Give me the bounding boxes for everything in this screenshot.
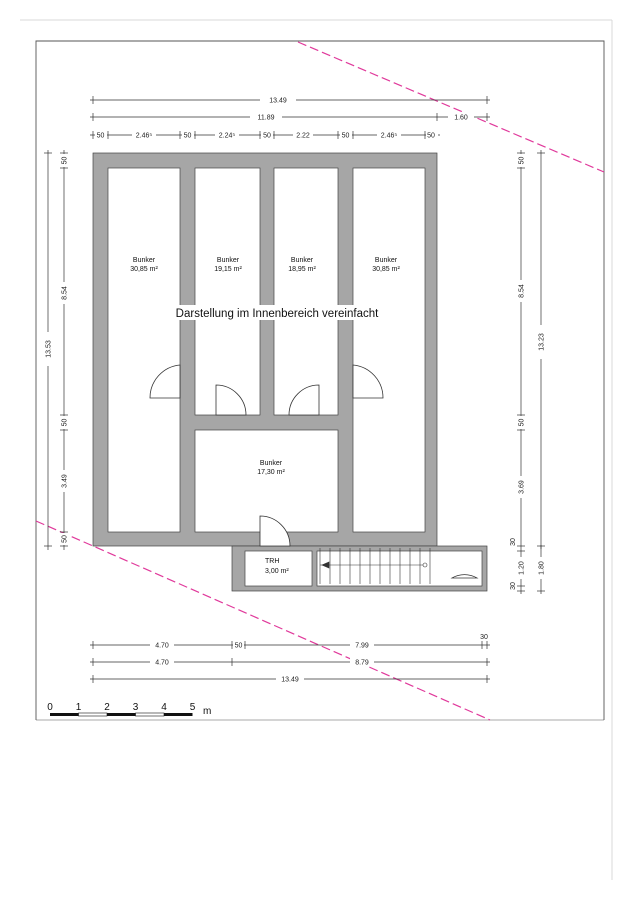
door-bunker-1 — [149, 364, 181, 399]
door-bunker-2 — [215, 384, 247, 416]
room-area: 18,95 m² — [288, 266, 316, 273]
drawing-note: Darstellung im Innenbereich vereinfacht — [176, 308, 379, 320]
scale-bar: 0 1 2 3 4 5 m — [47, 702, 211, 717]
scale-label: 1 — [76, 702, 82, 713]
right-dimensions: 50 8.54 50 3.69 30 1.20 30 13.23 1.80 — [510, 150, 546, 594]
property-line-top — [297, 41, 605, 173]
dim-label: 50 — [519, 157, 526, 165]
scale-label: 3 — [133, 702, 139, 713]
dim-label: 50 — [342, 133, 350, 140]
door-exit — [450, 574, 479, 579]
bottom-dimensions: 4.70 50 7.99 30 4.70 8.79 13.49 — [90, 634, 490, 684]
dim-label: 2.24⁵ — [219, 133, 236, 140]
dim-label: 1.20 — [519, 561, 526, 575]
dim-label: 4.70 — [155, 660, 169, 667]
scale-unit: m — [203, 706, 211, 717]
dim-label: 30 — [480, 634, 488, 641]
room-bunker-2 — [194, 167, 261, 416]
dim-label: 50 — [235, 643, 243, 650]
dim-label: 50 — [62, 157, 69, 165]
dim-label: 3.49 — [62, 474, 69, 488]
left-dimensions: 13.53 50 8.54 50 3.49 50 — [43, 150, 69, 550]
scale-label: 0 — [47, 702, 53, 713]
door-bunker-5 — [259, 515, 291, 547]
room-label: Bunker — [217, 257, 240, 264]
room-trh — [244, 550, 313, 587]
dim-label: 8.79 — [355, 660, 369, 667]
dim-label: 50 — [62, 419, 69, 427]
room-area: 19,15 m² — [214, 266, 242, 273]
dim-label: 50 — [519, 419, 526, 427]
room-area: 17,30 m² — [257, 469, 285, 476]
dim-label: 13.23 — [539, 333, 546, 351]
top-dimensions: 13.49 11.89 1.60 50 2.46⁵ 50 2.24⁵ 50 2.… — [90, 95, 490, 140]
scale-label: 5 — [190, 702, 196, 713]
door-bunker-4 — [352, 364, 384, 399]
property-line-bottom — [35, 520, 491, 721]
note-backdrop — [166, 305, 388, 320]
dim-label: 4.70 — [155, 643, 169, 650]
dim-label: 50 — [263, 133, 271, 140]
drawing-frame — [35, 40, 605, 720]
dim-label: 50 — [184, 133, 192, 140]
dim-label: 50 — [97, 133, 105, 140]
room-label: Bunker — [375, 257, 398, 264]
dim-label: 2.46⁵ — [381, 133, 398, 140]
dim-label: 7.99 — [355, 643, 369, 650]
room-bunker-4 — [352, 167, 426, 533]
room-bunker-5 — [194, 429, 339, 533]
scale-label: 4 — [161, 702, 167, 713]
dim-label: 50 — [427, 133, 435, 140]
scale-label: 2 — [104, 702, 110, 713]
dim-label: 2.22 — [296, 133, 310, 140]
dim-label: 13.49 — [281, 677, 299, 684]
staircase-area — [316, 550, 483, 587]
dim-label: 11.89 — [258, 115, 275, 122]
dim-label: 30 — [510, 538, 517, 546]
dim-label: 8.54 — [519, 284, 526, 298]
dim-label: 3.69 — [519, 480, 526, 494]
room-area: 30,85 m² — [372, 266, 400, 273]
room-label: Bunker — [133, 257, 156, 264]
dim-label: 13.53 — [46, 340, 53, 358]
room-label: Bunker — [291, 257, 314, 264]
room-label: Bunker — [260, 460, 283, 467]
dim-label: 30 — [510, 582, 517, 590]
room-label: TRH — [265, 558, 279, 565]
dim-label: 8.54 — [62, 286, 69, 300]
door-bunker-3 — [288, 384, 320, 416]
dim-label: 50 — [62, 535, 69, 543]
room-bunker-1 — [107, 167, 181, 533]
building — [92, 152, 488, 592]
room-bunker-3 — [273, 167, 339, 416]
room-area: 30,85 m² — [130, 266, 158, 273]
room-area: 3,00 m² — [265, 568, 289, 575]
dim-label: 1.80 — [539, 561, 546, 575]
dim-label: 1.60 — [454, 115, 468, 122]
dim-label: 2.46⁵ — [136, 133, 153, 140]
stairs — [319, 548, 431, 584]
dim-label: 13.49 — [269, 98, 287, 105]
